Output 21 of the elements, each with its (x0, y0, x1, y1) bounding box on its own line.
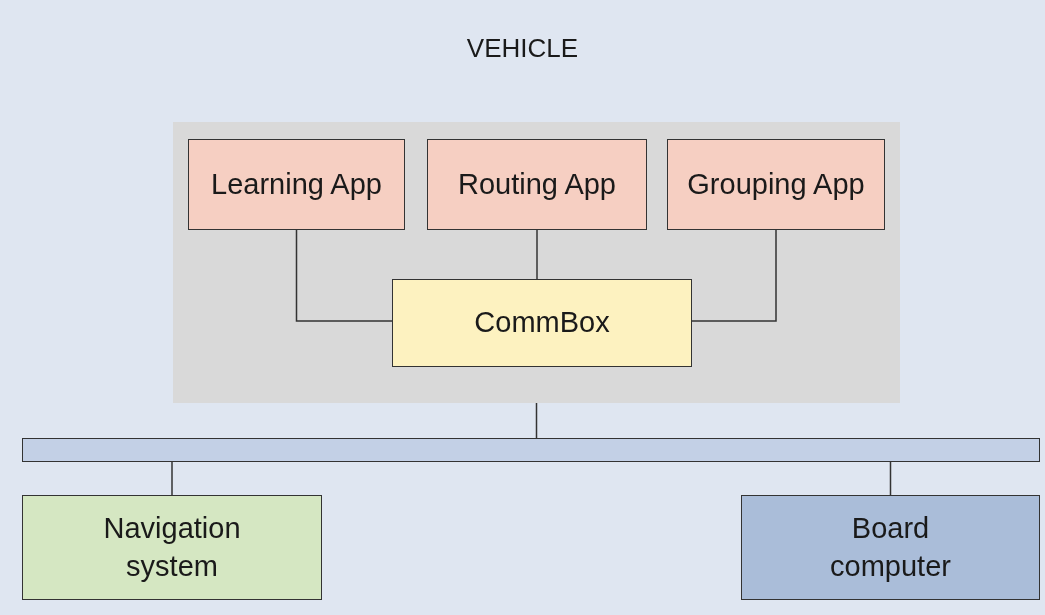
bus-bar (22, 438, 1040, 462)
panel-box (173, 122, 900, 403)
box-label: Grouping App (687, 166, 865, 202)
commbox-box (392, 279, 692, 367)
box-label: Board computer (829, 510, 952, 584)
computer-box (741, 495, 1040, 600)
box-label: Navigation system (102, 510, 242, 584)
connector-line (536, 229, 538, 280)
box-label: CommBox (474, 305, 610, 341)
connector-line (171, 461, 173, 496)
connector-line (691, 229, 777, 322)
connector-line (889, 461, 892, 496)
app-box (667, 139, 885, 230)
box-label: Routing App (458, 166, 616, 202)
app-box (188, 139, 405, 230)
area-title: VEHICLE (466, 32, 579, 65)
navigation-box (22, 495, 322, 600)
box-label: Learning App (211, 166, 382, 202)
connector-line (535, 402, 538, 439)
connector-line (295, 229, 393, 322)
app-box (427, 139, 647, 230)
